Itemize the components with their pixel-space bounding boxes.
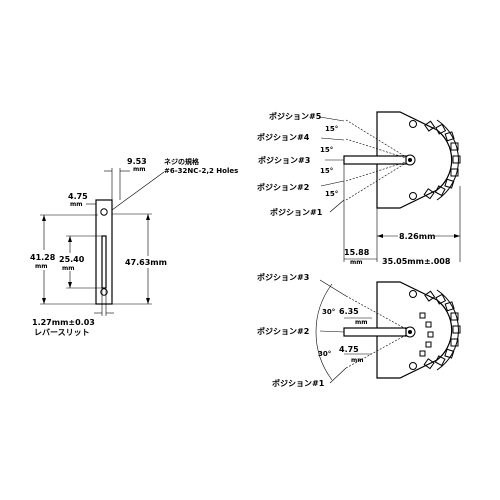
- lever: [343, 327, 407, 337]
- position-4-label: ポジション#4: [257, 132, 310, 142]
- dim-a: 6.35: [339, 307, 359, 316]
- dim-total-depth: 35.05mm±.008: [382, 257, 451, 266]
- arrowhead: [146, 298, 150, 304]
- label-mask: [398, 229, 434, 241]
- pivot-center: [408, 158, 412, 162]
- arrowhead: [146, 214, 150, 220]
- mounting-hole-bottom: [100, 288, 108, 296]
- dim-outer-height: 41.28: [30, 253, 56, 262]
- position-leader: [320, 180, 345, 187]
- angle-label: 15°: [325, 125, 338, 133]
- lever: [343, 155, 407, 165]
- dim-top-width-unit: mm: [133, 166, 146, 173]
- arrowhead: [68, 236, 72, 242]
- angle-label: 15°: [320, 146, 333, 154]
- side-view: 9.53 mm ネジの規格 #6-32NC-2,2 Holes 4.75 mm …: [30, 157, 238, 337]
- dim-depth: 8.26mm: [399, 232, 435, 241]
- dim-offset-unit: mm: [350, 259, 363, 266]
- contact-terminals: [423, 290, 461, 370]
- mounting-hole: [409, 120, 417, 128]
- arrowhead: [377, 234, 383, 238]
- position-leader: [319, 116, 345, 122]
- inner-contact: [427, 331, 434, 338]
- dim-a-unit: mm: [355, 319, 368, 326]
- position-leader: [329, 199, 345, 213]
- position-2-label: ポジション#2: [257, 182, 309, 192]
- angle-label: 15°: [325, 190, 338, 198]
- dim-top-width: 9.53: [127, 157, 147, 166]
- mounting-hole: [409, 362, 417, 370]
- dim-outer-height-unit: mm: [35, 263, 48, 270]
- slot-caption: レバースリット: [34, 328, 90, 337]
- pivot-center: [408, 330, 412, 334]
- inner-contact: [419, 312, 426, 319]
- label-mask: [30, 250, 56, 270]
- lever-position-3: [345, 295, 407, 330]
- mounting-hole-top: [100, 208, 108, 216]
- arrowhead: [454, 234, 460, 238]
- lever-position-5: [345, 119, 407, 158]
- position-1-label: ポジション#1: [270, 207, 323, 217]
- inner-contact: [425, 341, 432, 348]
- label-mask: [58, 253, 85, 271]
- dim-b: 4.75: [339, 345, 359, 354]
- arrowhead: [42, 215, 46, 221]
- position-3-label: ポジション#3: [258, 155, 310, 165]
- position-leader: [319, 330, 345, 333]
- position-leader: [320, 137, 345, 141]
- position-2-label: ポジション#2: [257, 326, 309, 336]
- label-mask: [124, 256, 176, 268]
- position-leader: [329, 367, 347, 384]
- dim-offset: 15.88: [344, 248, 370, 257]
- dim-width: 4.75: [68, 192, 88, 201]
- angle-label: 30°: [322, 308, 335, 316]
- lever-position-1: [345, 162, 407, 201]
- arrowhead: [42, 298, 46, 304]
- position-5-label: ポジション#5: [269, 111, 322, 121]
- dim-slot-length-unit: mm: [62, 265, 75, 272]
- screw-leader-line: [111, 171, 165, 211]
- dim-total-height: 47.63mm: [125, 258, 167, 267]
- contact-arc: [436, 289, 459, 371]
- screw-spec: #6-32NC-2,2 Holes: [164, 167, 238, 175]
- inner-contact: [425, 321, 432, 328]
- lever-slot: [101, 235, 107, 289]
- lever-position-1: [345, 334, 407, 369]
- screw-spec-title: ネジの規格: [164, 157, 200, 166]
- contact-arc: [436, 119, 459, 201]
- dim-slot-length: 25.40: [59, 255, 85, 264]
- position-1-label: ポジション#1: [272, 378, 325, 388]
- contact-terminals: [423, 120, 461, 200]
- position-leader: [319, 279, 347, 297]
- inner-contact: [419, 350, 426, 357]
- mounting-hole: [409, 192, 417, 200]
- dim-slot-width: 1.27mm±0.03: [32, 318, 95, 327]
- angle-arc: [315, 283, 333, 381]
- five-position-view: ポジション#5 ポジション#4 ポジション#3 ポジション#2 ポジション#1 …: [257, 111, 461, 266]
- arrowhead: [68, 282, 72, 288]
- position-3-label: ポジション#3: [257, 272, 309, 282]
- angle-label: 30°: [318, 350, 331, 358]
- angle-label: 15°: [320, 167, 333, 175]
- dim-width-unit: mm: [70, 201, 83, 208]
- dim-b-unit: mm: [351, 357, 364, 364]
- three-position-view: ポジション#3 ポジション#2 ポジション#1 30° 30° 6.35 mm …: [257, 272, 461, 388]
- mounting-hole: [409, 290, 417, 298]
